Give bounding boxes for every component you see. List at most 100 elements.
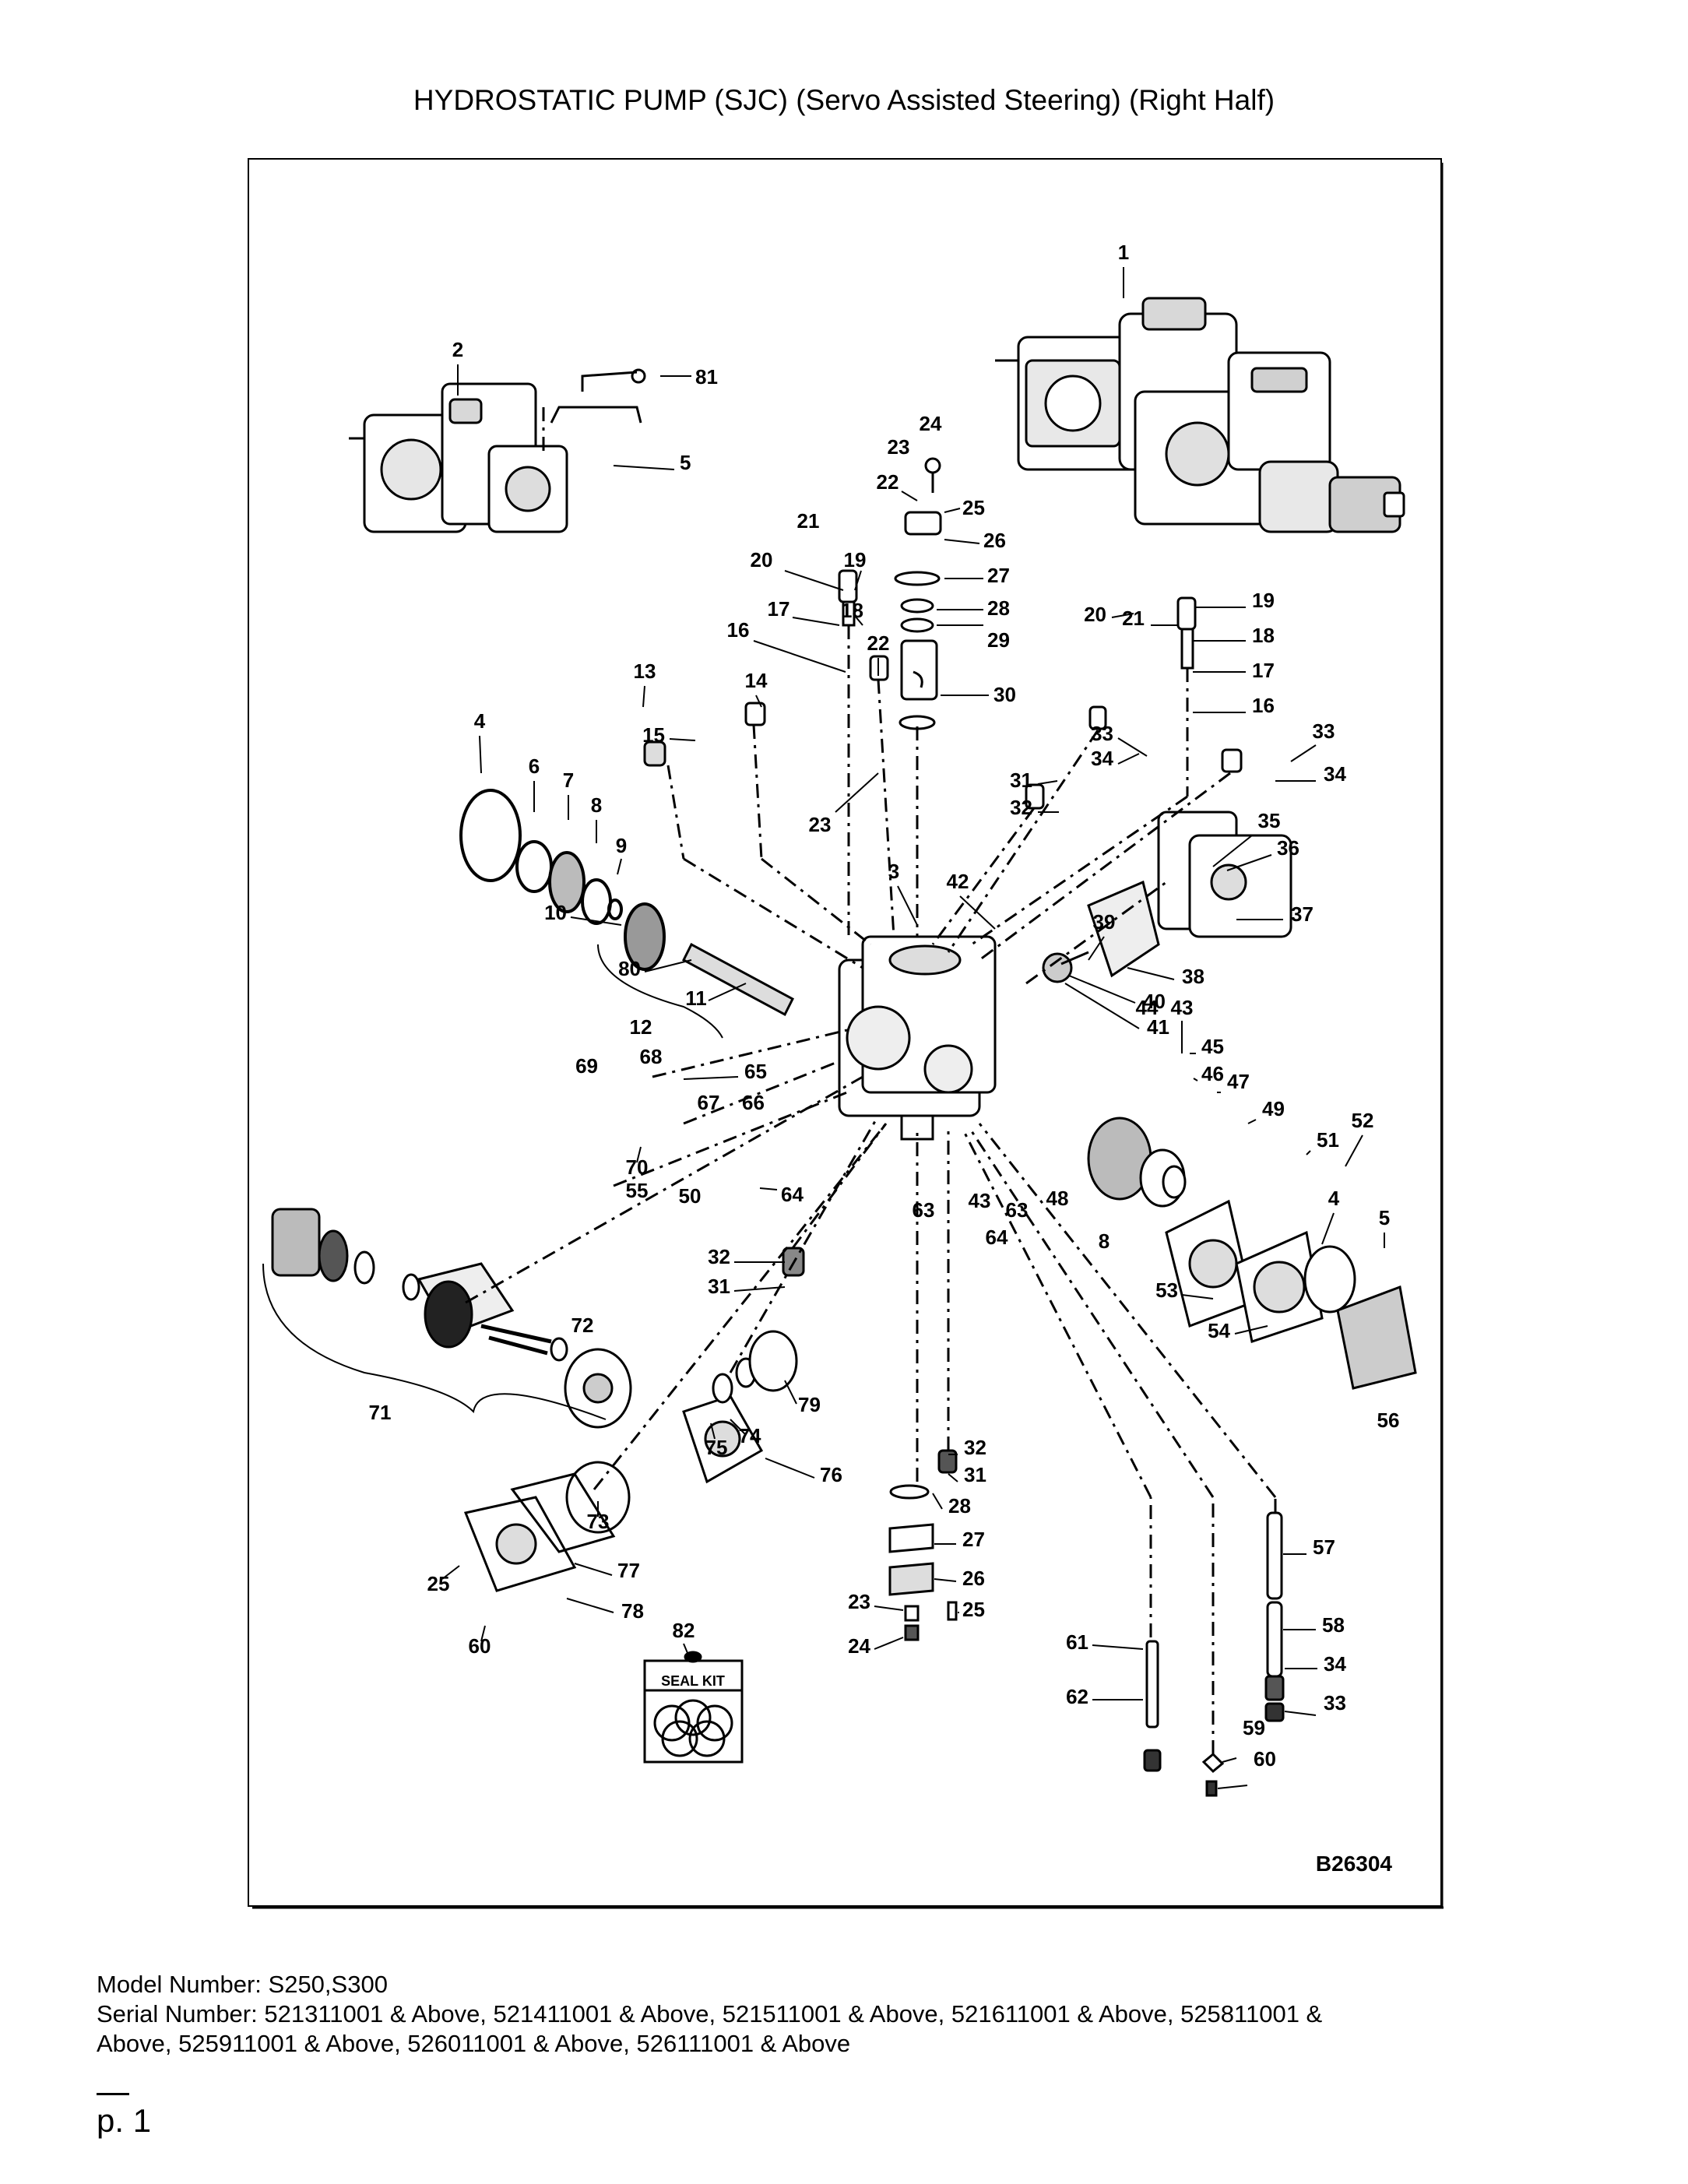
callout-number: 17 <box>768 597 790 621</box>
callout-number: 38 <box>1182 965 1204 988</box>
callout-leader <box>1117 753 1140 765</box>
callout-number: 4 <box>1328 1187 1340 1210</box>
footer: Model Number: S250,S300 Serial Number: 5… <box>97 1970 1615 2059</box>
callout-leader <box>759 1187 778 1190</box>
callout-leader <box>1193 1078 1198 1081</box>
callout-number: 3 <box>888 860 899 883</box>
callout-number: 27 <box>962 1528 985 1551</box>
callout-number: 64 <box>781 1183 804 1206</box>
callout-leader <box>683 1076 739 1080</box>
callout-leader <box>733 1286 786 1292</box>
callout-number: 41 <box>1147 1015 1169 1039</box>
callout-leader <box>642 685 645 708</box>
callout-number: 43 <box>969 1189 991 1212</box>
page-divider <box>97 2093 129 2095</box>
callout-number: 74 <box>739 1424 761 1447</box>
callout-number: 6 <box>529 754 540 778</box>
callout-leader <box>479 735 482 774</box>
callout-number: 62 <box>1066 1685 1088 1708</box>
callout-number: 44 <box>1136 996 1159 1019</box>
callout-number: 39 <box>1093 910 1116 934</box>
callout-number: 67 <box>698 1091 720 1114</box>
callout-leader <box>566 1598 614 1613</box>
exploded-view-lines <box>465 407 1277 1754</box>
callout-number: 15 <box>642 723 665 747</box>
callout-number: 28 <box>987 596 1010 620</box>
model-number: Model Number: S250,S300 <box>97 1971 388 1998</box>
callout-number: 11 <box>685 986 707 1010</box>
callout-leader <box>1064 983 1140 1029</box>
callout-leader <box>934 1578 957 1582</box>
callout-number: 37 <box>1291 902 1313 926</box>
callout-leader <box>1181 1294 1214 1299</box>
callout-leader <box>1234 1325 1268 1335</box>
callout-leader <box>755 695 762 708</box>
callout-leader <box>441 1565 460 1580</box>
callout-number: 58 <box>1322 1613 1345 1637</box>
callout-number: 13 <box>634 659 656 683</box>
callout-number: 66 <box>742 1091 765 1114</box>
gear-pump-group-drawing <box>262 1208 632 1429</box>
page-title: HYDROSTATIC PUMP (SJC) (Servo Assisted S… <box>413 84 1275 116</box>
callout-leader <box>959 895 996 930</box>
callout-leader <box>683 1643 688 1654</box>
callout-number: 18 <box>841 599 863 622</box>
drawing-number: B26304 <box>1316 1852 1393 1876</box>
rear-cover-group-drawing <box>463 1330 798 1592</box>
callout-number: 17 <box>1252 659 1275 682</box>
callout-number: 63 <box>913 1198 935 1222</box>
callout-leader <box>874 1605 904 1611</box>
callout-leader <box>613 465 675 470</box>
callout-number: 23 <box>888 435 910 459</box>
serial-number-line-2: Above, 525911001 & Above, 526011001 & Ab… <box>97 2030 851 2057</box>
callout-number: 33 <box>1324 1691 1346 1714</box>
callout-leader <box>948 1473 958 1482</box>
callout-number: 16 <box>1252 694 1275 717</box>
callout-number: 52 <box>1352 1109 1374 1132</box>
callout-leader <box>1037 780 1058 785</box>
callout-number: 78 <box>621 1599 644 1623</box>
callout-number: 59 <box>1243 1716 1265 1739</box>
callout-number: 22 <box>867 631 890 655</box>
callout-number: 12 <box>630 1015 652 1039</box>
callout-number: 20 <box>1084 603 1106 626</box>
callout-leader <box>1212 835 1253 867</box>
center-housing-3-drawing <box>838 935 997 1141</box>
callout-leader <box>1284 1711 1317 1716</box>
callout-number: 63 <box>1006 1198 1029 1222</box>
callout-number: 22 <box>877 470 899 494</box>
callout-number: 5 <box>680 451 691 474</box>
callout-leader <box>730 1419 747 1436</box>
callout-number: 5 <box>1379 1206 1390 1229</box>
callout-leader <box>901 491 918 501</box>
callout-number: 61 <box>1066 1630 1088 1654</box>
callout-leader <box>574 1563 613 1576</box>
callout-number: 55 <box>626 1179 649 1202</box>
callout-leader <box>1222 1757 1237 1763</box>
callout-number: 8 <box>1099 1229 1110 1253</box>
lower-servo-cover-drawing <box>782 1247 958 1641</box>
callout-number: 26 <box>983 529 1006 552</box>
callout-number: 33 <box>1313 719 1335 743</box>
callout-number: 20 <box>751 548 773 571</box>
callout-number: 42 <box>947 870 969 893</box>
callout-number: 46 <box>1201 1062 1224 1085</box>
callout-leader <box>617 858 622 875</box>
callout-leader <box>944 508 961 513</box>
callout-number: 1 <box>1118 241 1129 264</box>
callout-number: 70 <box>626 1155 649 1179</box>
callout-number: 26 <box>962 1567 985 1590</box>
callout-leader <box>480 1625 486 1642</box>
callout-number: 31 <box>1010 768 1032 792</box>
callout-number: 14 <box>745 669 768 692</box>
callout-number: 72 <box>571 1314 594 1337</box>
callout-number: 53 <box>1155 1278 1178 1302</box>
callout-number: 4 <box>474 709 486 733</box>
callout-leader <box>710 1423 716 1440</box>
callout-leader <box>570 916 622 926</box>
callout-number: 34 <box>1324 762 1346 786</box>
charge-pump-cover-drawing <box>1042 811 1292 983</box>
callout-number: 18 <box>1252 624 1275 647</box>
